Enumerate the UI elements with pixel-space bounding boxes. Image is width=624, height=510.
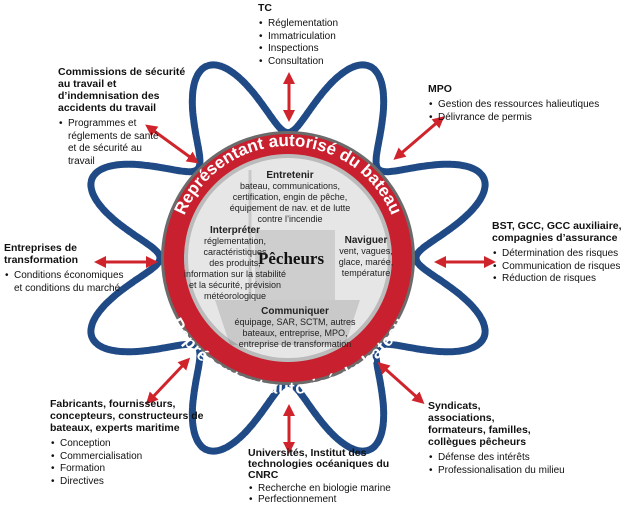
list-item: Réglementation xyxy=(259,18,368,31)
line: météorologique xyxy=(203,291,267,301)
list-item: Formation xyxy=(51,463,230,476)
list-item: Détermination des risques xyxy=(493,248,622,261)
list-item: Commercialisation xyxy=(51,451,230,464)
list-item: Communication de risques xyxy=(493,261,622,274)
double-arrow-icon xyxy=(377,361,425,405)
heading: Interpréter xyxy=(209,225,260,236)
list-item: Inspections xyxy=(259,43,368,56)
partner-universites: Universités, Institut des technologies o… xyxy=(248,447,438,506)
center-interpreter: Interpréter réglementation,caractéristiq… xyxy=(180,225,290,302)
list-item: Consultation xyxy=(259,56,368,69)
list-item: Conditions économiques et conditions du … xyxy=(5,270,129,295)
line: des produits, xyxy=(209,258,261,268)
list-item: Professionalisation du milieu xyxy=(429,465,618,478)
heading: Communiquer xyxy=(261,306,329,317)
line: contre l’incendie xyxy=(257,214,323,224)
line: glace, marée, xyxy=(338,257,394,267)
line: équipage, SAR, SCTM, autres xyxy=(234,317,356,327)
list-item: Directives xyxy=(51,476,230,489)
list-item: Perfectionnement xyxy=(249,494,438,505)
list-item: Réduction de risques xyxy=(493,273,622,286)
heading: Fabricants, fournisseurs, concepteurs, c… xyxy=(50,398,204,434)
line: caractéristiques xyxy=(203,247,267,257)
center-naviguer: Naviguer vent, vagues,glace, marée,tempé… xyxy=(336,235,396,279)
list-item: Conception xyxy=(51,438,230,451)
partner-commissions: Commissions de sécurité au travail et d’… xyxy=(58,66,198,168)
line: information sur la stabilité xyxy=(183,269,287,279)
list-item: Gestion des ressources halieutiques xyxy=(429,99,618,112)
partner-tc: TC RéglementationImmatriculationInspecti… xyxy=(258,2,368,68)
partner-syndicats: Syndicats, associations, formateurs, fam… xyxy=(428,400,618,477)
list-item: Recherche en biologie marine xyxy=(249,483,438,494)
heading: Syndicats, associations, formateurs, fam… xyxy=(428,400,531,448)
double-arrow-icon xyxy=(145,357,191,405)
heading: MPO xyxy=(428,83,452,95)
line: équipement de nav. et de lutte xyxy=(229,203,351,213)
line: certification, engin de pêche, xyxy=(232,192,348,202)
list-item: Défense des intérêts xyxy=(429,452,618,465)
line: et la sécurité, prévision xyxy=(188,280,282,290)
boat-icon xyxy=(215,170,360,345)
line: entreprise de transformation xyxy=(238,339,352,349)
line: vent, vagues, xyxy=(339,246,393,256)
line: température xyxy=(341,268,391,278)
heading: Entretenir xyxy=(266,170,314,181)
partner-mpo: MPO Gestion des ressources halieutiquesD… xyxy=(428,83,618,124)
center-title: Pêcheurs xyxy=(258,249,325,268)
heading: Universités, Institut des technologies o… xyxy=(248,447,390,481)
heading: Entreprises de transformation xyxy=(4,242,79,266)
heading: BST, GCC, GCC auxiliaire, compagnies d’a… xyxy=(492,220,622,244)
line: bateaux, entreprise, MPO, xyxy=(242,328,348,338)
rope-loops xyxy=(87,61,489,455)
heading: Naviguer xyxy=(344,235,388,246)
line: réglementation, xyxy=(203,236,267,246)
partner-fabricants: Fabricants, fournisseurs, concepteurs, c… xyxy=(50,398,230,488)
list-item: Délivrance de permis xyxy=(429,112,618,125)
list-item: Programmes et réglements de santé et de … xyxy=(59,118,168,168)
list-item: Immatriculation xyxy=(259,31,368,44)
double-arrow-icon xyxy=(393,116,445,160)
heading: Commissions de sécurité au travail et d’… xyxy=(58,66,186,114)
inner-circle xyxy=(188,158,388,358)
partner-bst: BST, GCC, GCC auxiliaire, compagnies d’a… xyxy=(492,220,622,286)
arrows xyxy=(94,72,496,454)
center-entretenir: Entretenir bateau, communications,certif… xyxy=(220,170,360,225)
partner-entreprises: Entreprises de transformation Conditions… xyxy=(4,242,129,295)
heading: TC xyxy=(258,2,272,14)
line: bateau, communications, xyxy=(239,181,341,191)
